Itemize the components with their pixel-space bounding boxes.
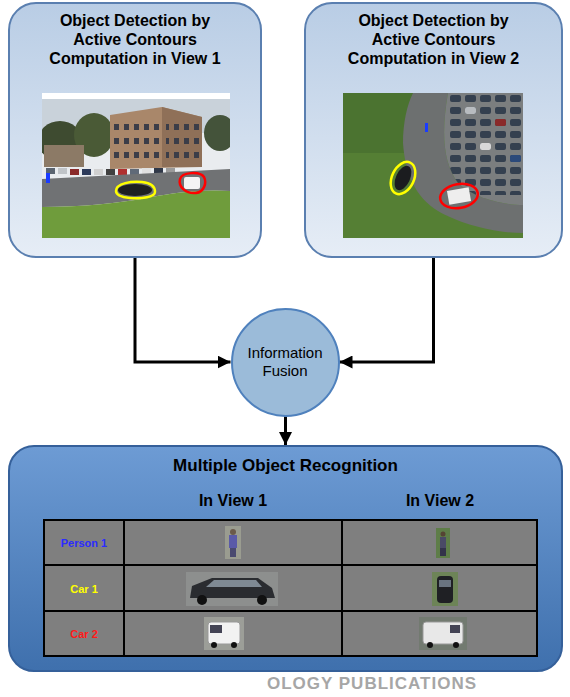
- column-header-holder: In View 1: [199, 492, 267, 510]
- circle-shape: [232, 309, 339, 416]
- box-heading: Multiple Object Recognition: [86, 456, 486, 476]
- box-heading: Object Detection by Active Contours Comp…: [40, 12, 230, 69]
- box-heading: Object Detection by Active Contours Comp…: [339, 12, 529, 69]
- fusion-circle: Information Fusion: [231, 308, 340, 417]
- column-header: In View 2: [406, 492, 474, 510]
- column-header-holder: In View 2: [406, 492, 474, 510]
- watermark-holder: OLOGY PUBLICATIONS: [267, 674, 477, 694]
- row-label: Car 2: [70, 628, 98, 640]
- row-label-holder: Car 1: [70, 579, 98, 597]
- row-label-holder: Car 2: [70, 624, 98, 642]
- recognition-table: [44, 520, 537, 656]
- column-header: In View 1: [199, 492, 267, 510]
- person-thumbnails: [225, 526, 450, 559]
- flow-arrow: [340, 258, 434, 362]
- camera-view-2: [343, 93, 523, 238]
- watermark: OLOGY PUBLICATIONS: [267, 674, 477, 694]
- circle-label: Information Fusion: [242, 344, 328, 379]
- flow-arrow: [135, 258, 231, 362]
- flow-arrow: [284, 417, 287, 446]
- row-label: Car 1: [70, 583, 98, 595]
- row-label: Person 1: [61, 537, 107, 549]
- car-thumbnails: [186, 572, 467, 650]
- camera-view-1: [42, 93, 230, 238]
- row-label-holder: Person 1: [61, 533, 107, 551]
